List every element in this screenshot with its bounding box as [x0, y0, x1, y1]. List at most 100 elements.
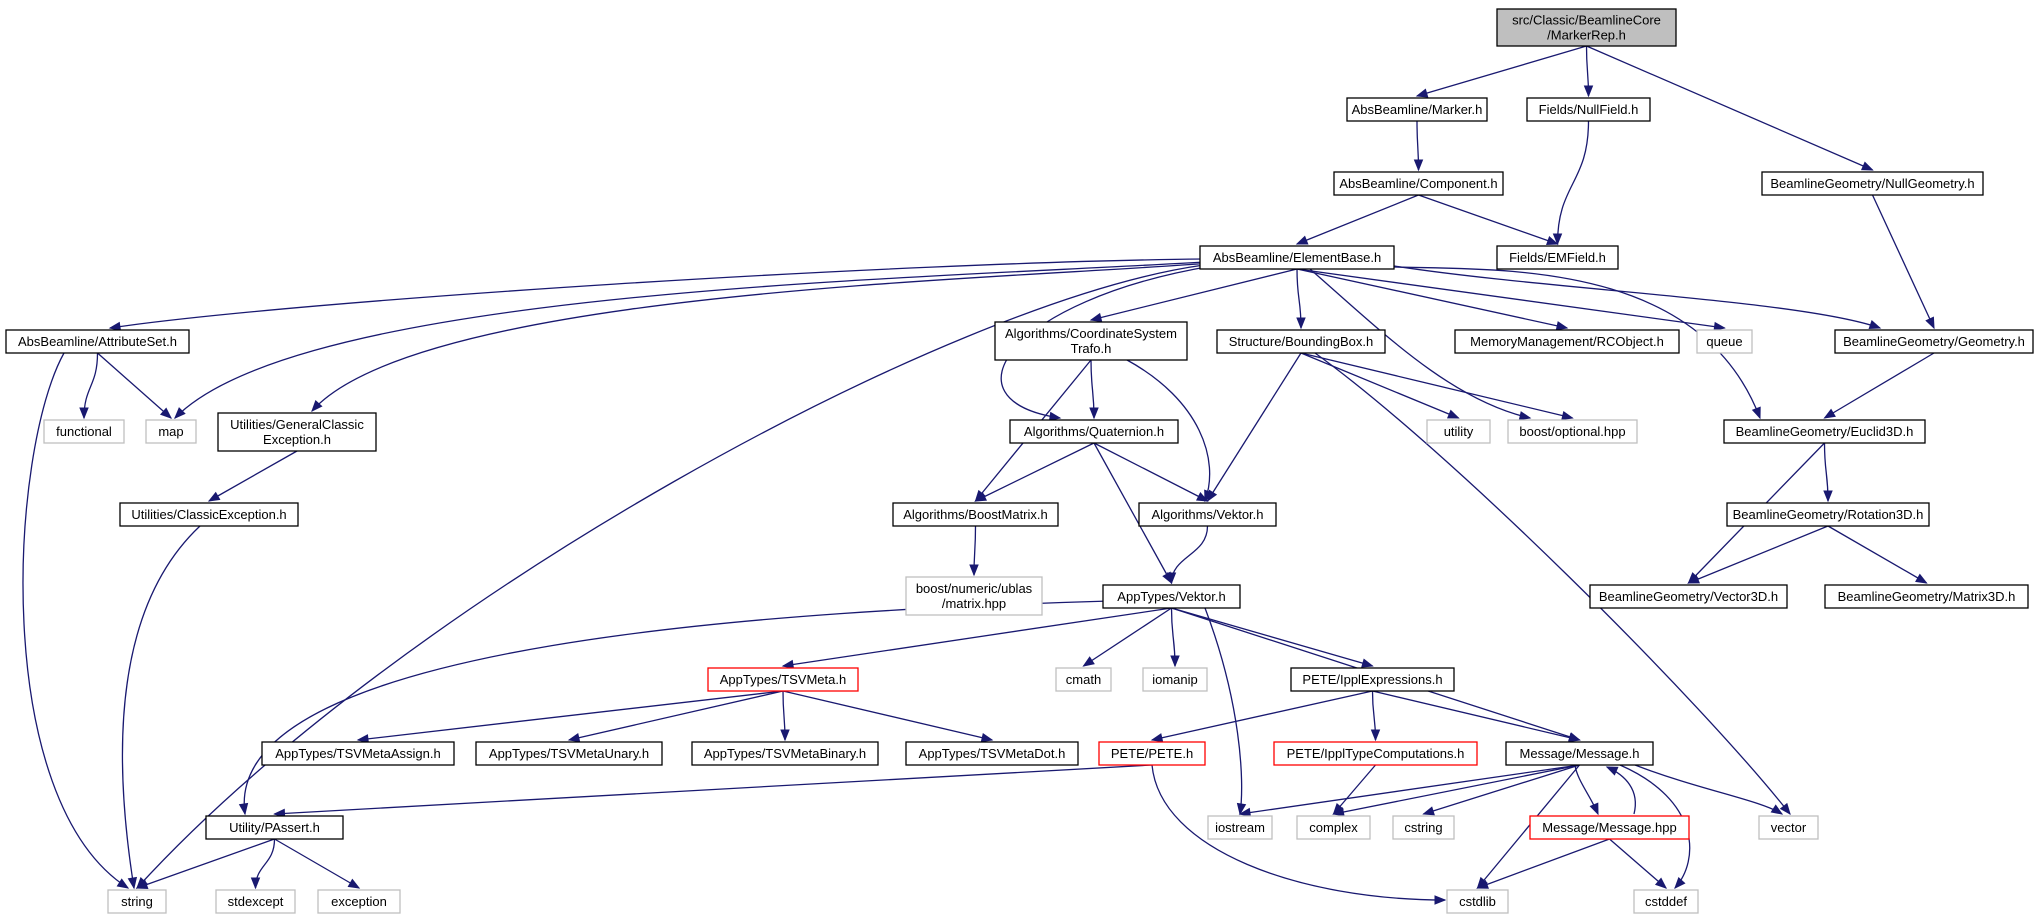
node-apptvektor[interactable]: AppTypes/Vektor.h	[1102, 584, 1241, 609]
node-component[interactable]: AbsBeamline/Component.h	[1333, 171, 1504, 196]
edge-nullfield-to-emfield	[1552, 120, 1590, 246]
node-attributeset[interactable]: AbsBeamline/AttributeSet.h	[5, 329, 190, 354]
node-string[interactable]: string	[107, 889, 167, 914]
edge-passert-to-exception	[274, 838, 361, 889]
node-functional[interactable]: functional	[43, 419, 125, 444]
edge-elementbase-to-genclassic	[311, 262, 1211, 413]
arrowhead-icon	[1370, 729, 1381, 742]
node-cmath[interactable]: cmath	[1055, 667, 1112, 692]
edge-root-to-nullgeom	[1586, 45, 1874, 171]
node-vector[interactable]: vector	[1758, 815, 1819, 840]
node-pete[interactable]: PETE/PETE.h	[1098, 741, 1206, 766]
node-label: string	[121, 894, 153, 909]
node-label: PETE/PETE.h	[1111, 746, 1193, 761]
arrowhead-icon	[108, 321, 122, 332]
node-rcobject[interactable]: MemoryManagement/RCObject.h	[1454, 329, 1680, 354]
node-cstring[interactable]: cstring	[1392, 815, 1455, 840]
node-cstdlib[interactable]: cstdlib	[1446, 889, 1509, 914]
node-messagehpp[interactable]: Message/Message.hpp	[1529, 815, 1690, 840]
node-tsvdot[interactable]: AppTypes/TSVMetaDot.h	[905, 741, 1079, 766]
node-boundingbox[interactable]: Structure/BoundingBox.h	[1216, 329, 1386, 354]
node-messageh[interactable]: Message/Message.h	[1505, 741, 1654, 766]
node-ublas[interactable]: boost/numeric/ublas/matrix.hpp	[905, 576, 1043, 616]
node-queue[interactable]: queue	[1696, 329, 1753, 354]
node-tsvassign[interactable]: AppTypes/TSVMetaAssign.h	[261, 741, 455, 766]
node-emfield[interactable]: Fields/EMField.h	[1496, 245, 1619, 270]
node-box	[691, 741, 879, 766]
node-euclid3d[interactable]: BeamlineGeometry/Euclid3D.h	[1723, 419, 1926, 444]
edge-line	[1126, 359, 1211, 502]
node-elementbase[interactable]: AbsBeamline/ElementBase.h	[1199, 245, 1395, 270]
node-box	[905, 576, 1043, 616]
node-passert[interactable]: Utility/PAssert.h	[205, 815, 344, 840]
node-tsvunary[interactable]: AppTypes/TSVMetaUnary.h	[475, 741, 663, 766]
edge-line	[1296, 194, 1419, 245]
node-box	[217, 412, 377, 452]
node-label: cstddef	[1645, 894, 1687, 909]
edge-elementbase-to-attributeset	[108, 258, 1205, 332]
edge-genclassic-to-classicexc	[207, 450, 298, 502]
node-exception[interactable]: exception	[317, 889, 401, 914]
node-ipplexpr[interactable]: PETE/IpplExpressions.h	[1290, 667, 1455, 692]
node-box	[1055, 667, 1112, 692]
node-ippltype[interactable]: PETE/IpplTypeComputations.h	[1273, 741, 1478, 766]
edge-tsvmeta-to-tsvdot	[782, 690, 994, 743]
node-iomanip[interactable]: iomanip	[1142, 667, 1208, 692]
edge-line	[1418, 194, 1558, 245]
node-complex[interactable]: complex	[1296, 815, 1371, 840]
node-box	[1507, 419, 1638, 444]
node-utility[interactable]: utility	[1426, 419, 1491, 444]
node-nullfield[interactable]: Fields/NullField.h	[1526, 97, 1651, 122]
node-box	[1426, 419, 1491, 444]
node-vector3d[interactable]: BeamlineGeometry/Vector3D.h	[1589, 584, 1788, 609]
node-nullgeom[interactable]: BeamlineGeometry/NullGeometry.h	[1761, 171, 1984, 196]
node-tsvmeta[interactable]: AppTypes/TSVMeta.h	[707, 667, 859, 692]
node-label: Utility/PAssert.h	[229, 820, 320, 835]
arrowhead-icon	[1048, 411, 1062, 422]
edge-apptvektor-to-passert	[238, 600, 1111, 816]
edge-line	[274, 764, 1153, 815]
arrowhead-icon	[1238, 807, 1252, 818]
node-classicexc[interactable]: Utilities/ClassicException.h	[119, 502, 299, 527]
arrowhead-icon	[174, 407, 186, 419]
edge-line	[1606, 766, 1636, 815]
node-rotation3d[interactable]: BeamlineGeometry/Rotation3D.h	[1726, 502, 1930, 527]
node-iostream[interactable]: iostream	[1207, 815, 1273, 840]
edge-line	[1333, 764, 1580, 815]
node-marker[interactable]: AbsBeamline/Marker.h	[1346, 97, 1488, 122]
node-boostmatrix[interactable]: Algorithms/BoostMatrix.h	[892, 502, 1059, 527]
node-label: /matrix.hpp	[942, 596, 1006, 611]
node-box	[707, 667, 859, 692]
node-matrix3d[interactable]: BeamlineGeometry/Matrix3D.h	[1824, 584, 2029, 609]
edge-line	[1827, 525, 1927, 584]
node-geometry[interactable]: BeamlineGeometry/Geometry.h	[1834, 329, 2034, 354]
arrowhead-icon	[116, 878, 130, 889]
arrowhead-icon	[1823, 490, 1833, 503]
edge-component-to-elementbase	[1295, 194, 1419, 245]
edge-line	[357, 690, 784, 741]
edge-attributeset-to-functional	[79, 352, 99, 420]
node-stdexcept[interactable]: stdexcept	[215, 889, 296, 914]
arrowhead-icon	[1413, 159, 1424, 172]
node-map[interactable]: map	[145, 419, 197, 444]
node-algvektor[interactable]: Algorithms/Vektor.h	[1138, 502, 1277, 527]
node-cstddef[interactable]: cstddef	[1633, 889, 1699, 914]
edge-line	[22, 352, 129, 889]
node-root[interactable]: src/Classic/BeamlineCore/MarkerRep.h	[1496, 8, 1677, 47]
edge-line	[1372, 690, 1580, 741]
node-optional[interactable]: boost/optional.hpp	[1507, 419, 1638, 444]
node-tsvbinary[interactable]: AppTypes/TSVMetaBinary.h	[691, 741, 879, 766]
edge-line	[1151, 764, 1446, 901]
arrowhead-icon	[1295, 235, 1309, 245]
node-box	[317, 889, 401, 914]
edge-elementbase-to-euclid3d	[1393, 266, 1761, 420]
edge-line	[121, 525, 201, 889]
node-label: stdexcept	[228, 894, 284, 909]
node-box	[905, 741, 1079, 766]
node-box	[205, 815, 344, 840]
node-quaternion[interactable]: Algorithms/Quaternion.h	[1009, 419, 1179, 444]
node-label: /MarkerRep.h	[1547, 28, 1626, 43]
node-label: Exception.h	[263, 432, 331, 447]
